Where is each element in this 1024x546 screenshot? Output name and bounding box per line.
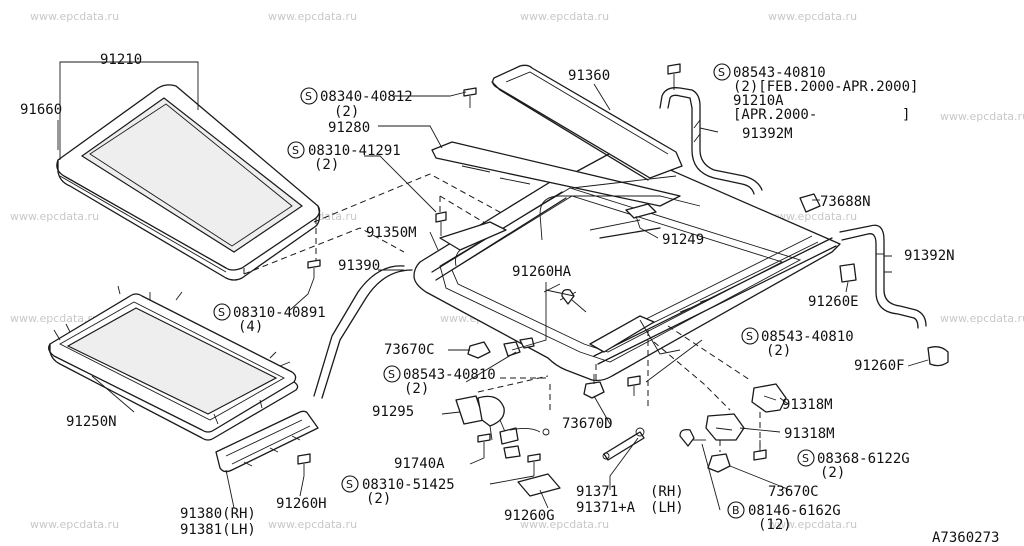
svg-text:S: S	[292, 144, 299, 157]
screw-symbol: S	[287, 141, 305, 159]
part-number-91392N[interactable]: 91392N	[904, 248, 955, 264]
side-91371-rh: (RH)	[650, 484, 684, 500]
part-number-91260HA[interactable]: 91260HA	[512, 264, 572, 280]
screw-symbol: S	[383, 365, 401, 383]
part-number-91392M[interactable]: 91392M	[742, 126, 793, 142]
part-number-91371[interactable]: 91371	[576, 484, 618, 500]
qty-08310-40891: (4)	[238, 319, 263, 335]
watermark-text: www.epcdata.ru	[520, 518, 609, 531]
note-91210A-end: ]	[902, 107, 910, 123]
watermark-text: www.epcdata.ru	[768, 518, 857, 531]
motor-drawing	[455, 375, 551, 459]
screw-symbol: S	[741, 327, 759, 345]
watermark-text: www.epcdata.ru	[268, 518, 357, 531]
bolt-symbol: B	[727, 501, 745, 519]
watermark-text: www.epcdata.ru	[10, 312, 99, 325]
part-number-91318M-a[interactable]: 91318M	[782, 397, 833, 413]
part-labels: 91210 91660 S 08340-40812 (2) 91280 S 08…	[20, 52, 999, 546]
part-number-73688N[interactable]: 73688N	[820, 194, 871, 210]
watermark-text: www.epcdata.ru	[768, 10, 857, 23]
leader-lines	[225, 83, 929, 511]
watermark-text: www.epcdata.ru	[940, 110, 1024, 123]
part-number-91210[interactable]: 91210	[100, 52, 142, 68]
watermark-text: www.epcdata.ru	[30, 518, 119, 531]
screw-symbol: S	[713, 63, 731, 81]
qty-08146-6162G: (12)	[758, 517, 792, 533]
part-number-91260F[interactable]: 91260F	[854, 358, 905, 374]
svg-text:S: S	[218, 306, 225, 319]
qty-08340-40812: (2)	[334, 104, 359, 120]
glass-lid-drawing	[56, 61, 321, 281]
svg-text:S: S	[346, 478, 353, 491]
part-number-91360[interactable]: 91360	[568, 68, 610, 84]
sunshade-drawing	[48, 285, 299, 441]
part-number-08543-40810-mid[interactable]: 08543-40810	[403, 367, 496, 383]
part-number-08310-40891[interactable]: 08310-40891	[233, 305, 326, 321]
part-number-08310-41291[interactable]: 08310-41291	[308, 143, 401, 159]
svg-text:S: S	[718, 66, 725, 79]
part-number-73670C-left[interactable]: 73670C	[384, 342, 435, 358]
part-number-91380[interactable]: 91380(RH)	[180, 506, 256, 522]
part-number-73670C-right[interactable]: 73670C	[768, 484, 819, 500]
screw-symbol: S	[213, 303, 231, 321]
sunroof-frame-drawing	[413, 64, 841, 382]
qty-08543-40810-mid: (2)	[404, 381, 429, 397]
note-08543-40810-top: (2)[FEB.2000-APR.2000]	[733, 79, 918, 95]
svg-text:B: B	[732, 504, 740, 517]
watermark-text: www.epcdata.ru	[30, 10, 119, 23]
qty-08310-41291: (2)	[314, 157, 339, 173]
part-number-91260G[interactable]: 91260G	[504, 508, 555, 524]
qty-08368-6122G: (2)	[820, 465, 845, 481]
bracket-91380-drawing	[215, 410, 319, 473]
part-number-08543-40810-low[interactable]: 08543-40810	[761, 329, 854, 345]
svg-text:S: S	[746, 330, 753, 343]
diagram-code: A7360273	[932, 530, 999, 546]
part-number-91660[interactable]: 91660	[20, 102, 62, 118]
part-number-08368-6122G[interactable]: 08368-6122G	[817, 451, 910, 467]
part-number-91249[interactable]: 91249	[662, 232, 704, 248]
watermark-text: www.epcdata.ru	[940, 312, 1024, 325]
part-number-08543-40810-top[interactable]: 08543-40810	[733, 65, 826, 81]
svg-text:S: S	[388, 368, 395, 381]
part-number-91260E[interactable]: 91260E	[808, 294, 859, 310]
part-number-91371A[interactable]: 91371+A	[576, 500, 636, 516]
note-91210A: [APR.2000-	[733, 107, 817, 123]
part-number-91280[interactable]: 91280	[328, 120, 370, 136]
part-number-91350M[interactable]: 91350M	[366, 225, 417, 241]
watermark-text: www.epcdata.ru	[520, 10, 609, 23]
part-number-91318M-b[interactable]: 91318M	[784, 426, 835, 442]
drain-hose-drawing	[313, 87, 927, 399]
part-number-91210A[interactable]: 91210A	[733, 93, 784, 109]
part-number-91295[interactable]: 91295	[372, 404, 414, 420]
svg-text:S: S	[305, 90, 312, 103]
qty-08310-51425: (2)	[366, 491, 391, 507]
part-number-91250N[interactable]: 91250N	[66, 414, 117, 430]
qty-08543-40810-low: (2)	[766, 343, 791, 359]
watermark-text: www.epcdata.ru	[10, 210, 99, 223]
part-number-73670D[interactable]: 73670D	[562, 416, 613, 432]
side-91371A-lh: (LH)	[650, 500, 684, 516]
screw-symbol: S	[341, 475, 359, 493]
rear-rail-drawing	[595, 325, 787, 461]
part-number-08340-40812[interactable]: 08340-40812	[320, 89, 413, 105]
part-number-91740A[interactable]: 91740A	[394, 456, 445, 472]
watermark-text: www.epcdata.ru	[768, 210, 857, 223]
screw-symbol: S	[797, 449, 815, 467]
part-number-91390[interactable]: 91390	[338, 258, 380, 274]
screw-symbol: S	[300, 87, 318, 105]
watermark-text: www.epcdata.ru	[268, 10, 357, 23]
part-number-08146-6162G[interactable]: 08146-6162G	[748, 503, 841, 519]
svg-text:S: S	[802, 452, 809, 465]
part-number-08310-51425[interactable]: 08310-51425	[362, 477, 455, 493]
part-number-91260H[interactable]: 91260H	[276, 496, 327, 512]
part-number-91381[interactable]: 91381(LH)	[180, 522, 256, 538]
